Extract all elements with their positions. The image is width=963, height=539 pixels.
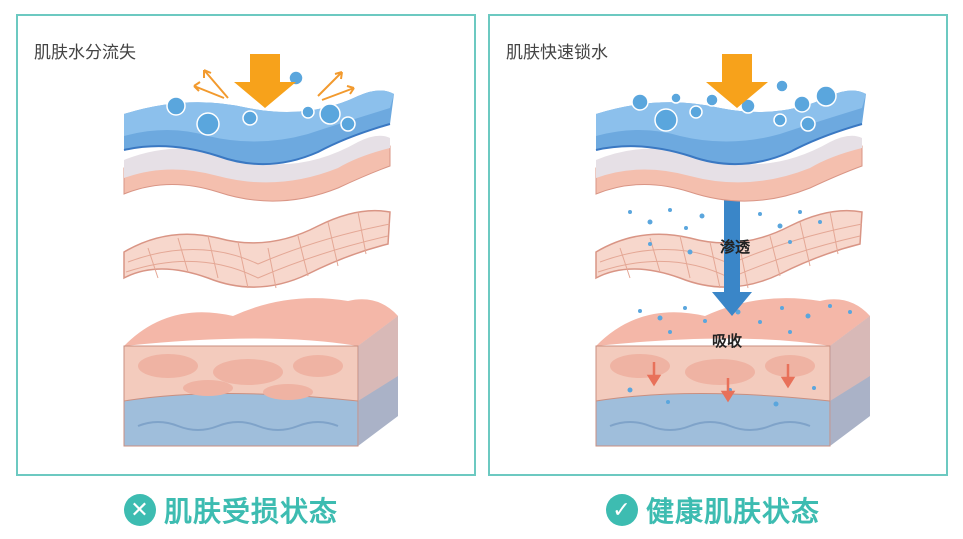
penetrate-label: 渗透	[720, 238, 751, 256]
water-droplets	[631, 79, 837, 132]
panel-title: 肌肤水分流失	[34, 43, 136, 63]
healthy-skin-diagram: 渗透 吸收	[595, 54, 870, 447]
water-droplets	[166, 70, 356, 136]
epidermis-layers	[123, 90, 394, 202]
grid-layer	[123, 209, 391, 289]
incoming-arrow	[706, 54, 768, 108]
absorb-label: 吸收	[712, 332, 742, 350]
penetration-arrow	[712, 190, 752, 316]
escaping-arrows	[193, 69, 355, 101]
healthy-skin-panel: 肌肤快速锁水	[488, 14, 948, 476]
damaged-skin-caption: ✕ 肌肤受损状态	[124, 488, 338, 532]
incoming-arrow	[234, 54, 296, 108]
caption-text: 肌肤受损状态	[164, 495, 339, 528]
damaged-skin-panel: 肌肤水分流失	[16, 14, 476, 476]
cross-circle-icon: ✕	[124, 494, 156, 526]
dermis-block	[595, 298, 870, 447]
check-circle-icon: ✓	[606, 494, 638, 526]
caption-text: 健康肌肤状态	[646, 495, 821, 528]
damaged-skin-diagram	[123, 54, 398, 447]
absorption-arrows	[646, 362, 796, 403]
healthy-skin-caption: ✓ 健康肌肤状态	[606, 488, 820, 532]
penetrating-particles	[628, 208, 822, 255]
panel-title: 肌肤快速锁水	[506, 43, 608, 63]
dermis-block	[123, 298, 398, 447]
